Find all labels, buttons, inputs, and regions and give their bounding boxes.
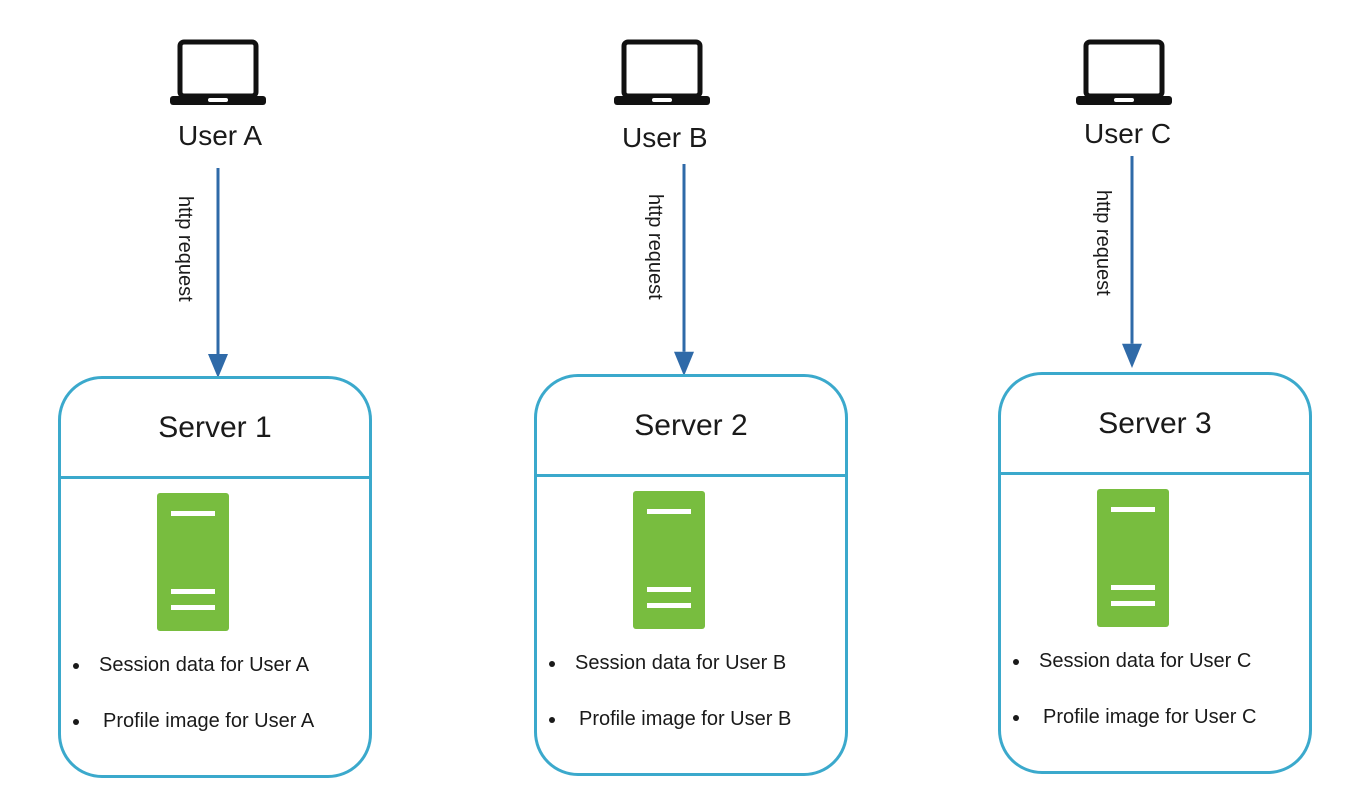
http-request-label: http request — [644, 194, 666, 300]
server-title: Server 2 — [537, 377, 845, 477]
request-arrow — [674, 164, 694, 376]
server-rack-icon — [1097, 489, 1169, 627]
session-data-item: Session data for User A — [73, 651, 314, 707]
server-box: Server 2 Session data for User B Profile… — [534, 374, 848, 776]
session-data-item: Session data for User B — [549, 649, 791, 705]
profile-image-item: Profile image for User C — [1013, 703, 1256, 759]
request-arrow — [1122, 156, 1142, 368]
server-title: Server 1 — [61, 379, 369, 479]
request-arrow — [208, 168, 228, 378]
laptop-icon — [614, 39, 710, 105]
laptop-icon — [170, 39, 266, 105]
user-a-column: User A http request Server 1 Session dat… — [46, 0, 386, 798]
server-data-list: Session data for User C Profile image fo… — [1013, 647, 1256, 759]
server-title: Server 3 — [1001, 375, 1309, 475]
user-c-column: User C http request Server 3 Session dat… — [990, 0, 1330, 798]
http-request-label: http request — [174, 196, 196, 302]
laptop-icon — [1076, 39, 1172, 105]
server-data-list: Session data for User A Profile image fo… — [73, 651, 314, 763]
server-box: Server 1 Session data for User A Profile… — [58, 376, 372, 778]
server-rack-icon — [157, 493, 229, 631]
session-data-item: Session data for User C — [1013, 647, 1256, 703]
server-box: Server 3 Session data for User C Profile… — [998, 372, 1312, 774]
profile-image-item: Profile image for User B — [549, 705, 791, 761]
user-label: User C — [1084, 118, 1172, 149]
server-data-list: Session data for User B Profile image fo… — [549, 649, 791, 761]
profile-image-item: Profile image for User A — [73, 707, 314, 763]
user-label: User A — [178, 120, 263, 151]
http-request-label: http request — [1092, 190, 1114, 296]
server-rack-icon — [633, 491, 705, 629]
user-label: User B — [622, 122, 708, 153]
user-b-column: User B http request Server 2 Session dat… — [524, 0, 864, 798]
